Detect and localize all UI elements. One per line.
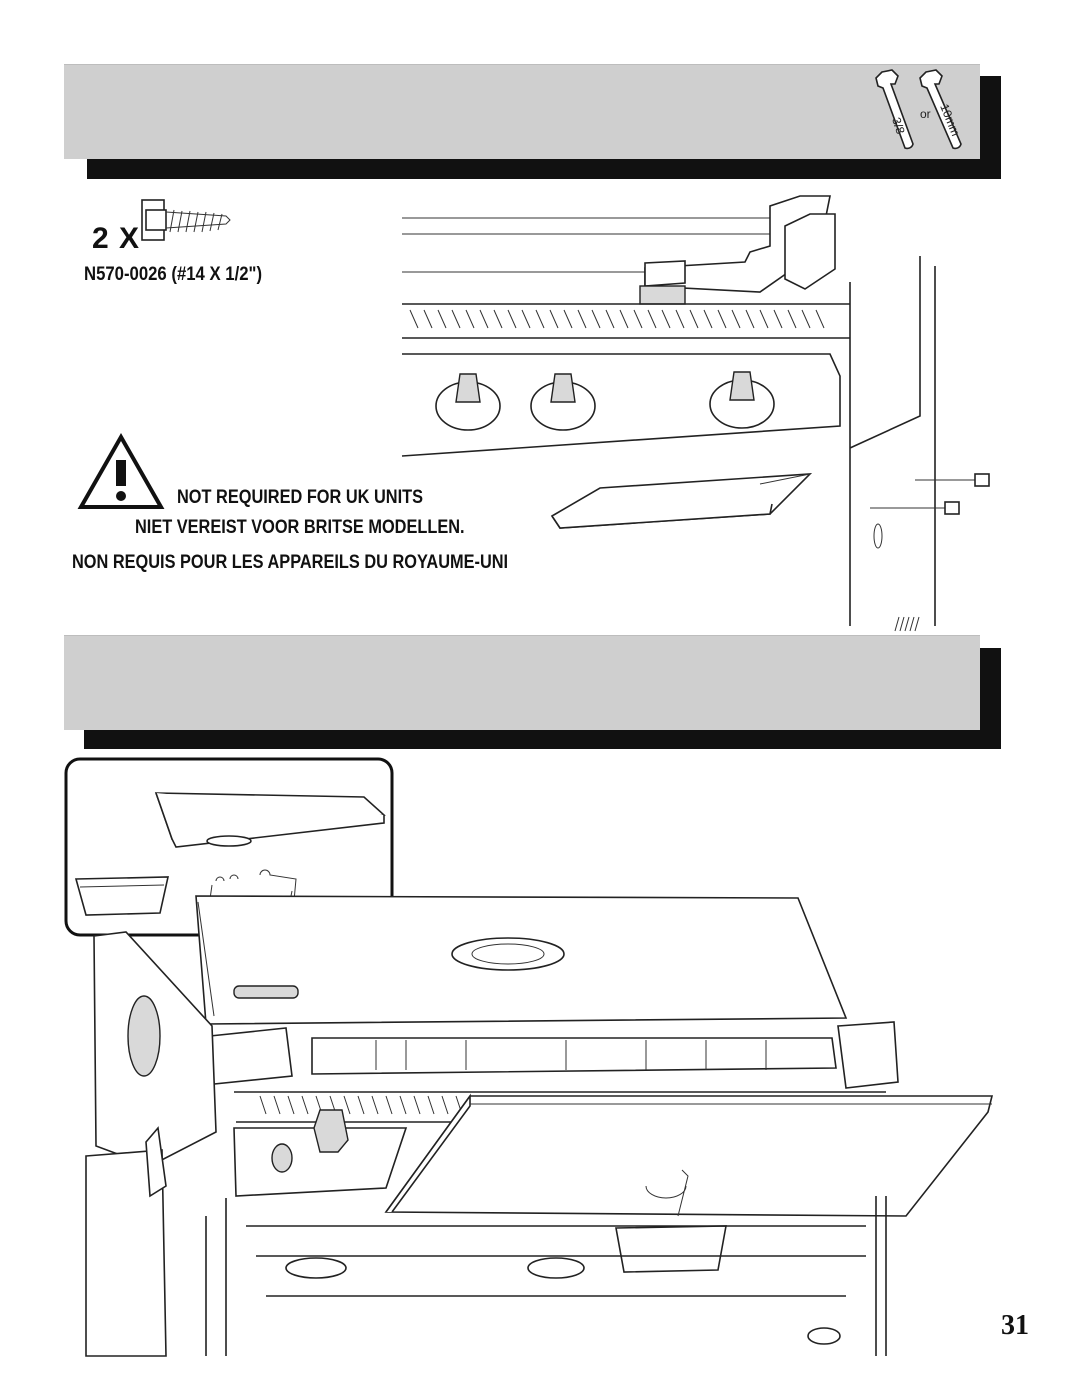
warning-text-nl: NIET VEREIST VOOR BRITSE MODELLEN. bbox=[135, 517, 465, 538]
drip-tray-icon bbox=[154, 792, 386, 848]
hardware-quantity: 2 X bbox=[92, 222, 141, 255]
grill-lid bbox=[195, 895, 848, 1025]
bolt-icon bbox=[915, 473, 990, 487]
warning-text-en: NOT REQUIRED FOR UK UNITS bbox=[177, 487, 424, 508]
brand-logo bbox=[233, 985, 299, 999]
tools-separator: or bbox=[920, 107, 931, 121]
control-knob-2 bbox=[530, 373, 596, 431]
side-panel-left bbox=[85, 931, 217, 1357]
wrench-10mm-icon: 10mm bbox=[919, 69, 963, 150]
grill-side-shelf-illustration bbox=[401, 195, 990, 632]
banner-panel-bottom bbox=[64, 635, 980, 730]
igniter-button-icon bbox=[271, 1143, 293, 1173]
banner-panel bbox=[64, 64, 980, 159]
wrench-3-8-icon: 3/8 bbox=[875, 69, 914, 150]
wrench-1-size: 3/8 bbox=[889, 116, 908, 137]
bolt-icon-2 bbox=[870, 501, 960, 515]
grill-cart-frame bbox=[205, 1196, 887, 1356]
hardware-part-code: N570-0026 (#14 X 1/2") bbox=[84, 264, 263, 285]
lid-handle bbox=[209, 1021, 899, 1089]
control-knob-1 bbox=[435, 373, 501, 431]
warning-text-fr: NON REQUIS POUR LES APPAREILS DU ROYAUME… bbox=[72, 552, 509, 573]
parts-inset-box bbox=[64, 757, 394, 937]
grease-cup-icon bbox=[74, 876, 170, 916]
side-shelf-folding bbox=[384, 1093, 994, 1217]
shelf-slots-row bbox=[409, 309, 825, 329]
control-knob-3 bbox=[709, 371, 775, 429]
wrench-tools-icon: 3/8 or 10mm bbox=[875, 69, 963, 150]
screw-icon bbox=[141, 199, 231, 241]
control-knob-4 bbox=[313, 1109, 349, 1153]
grill-front-illustration bbox=[85, 895, 994, 1357]
warning-triangle-icon bbox=[77, 432, 165, 509]
page-number: 31 bbox=[1001, 1310, 1029, 1341]
side-shelf-panel bbox=[550, 473, 813, 529]
control-panel bbox=[233, 1091, 886, 1197]
